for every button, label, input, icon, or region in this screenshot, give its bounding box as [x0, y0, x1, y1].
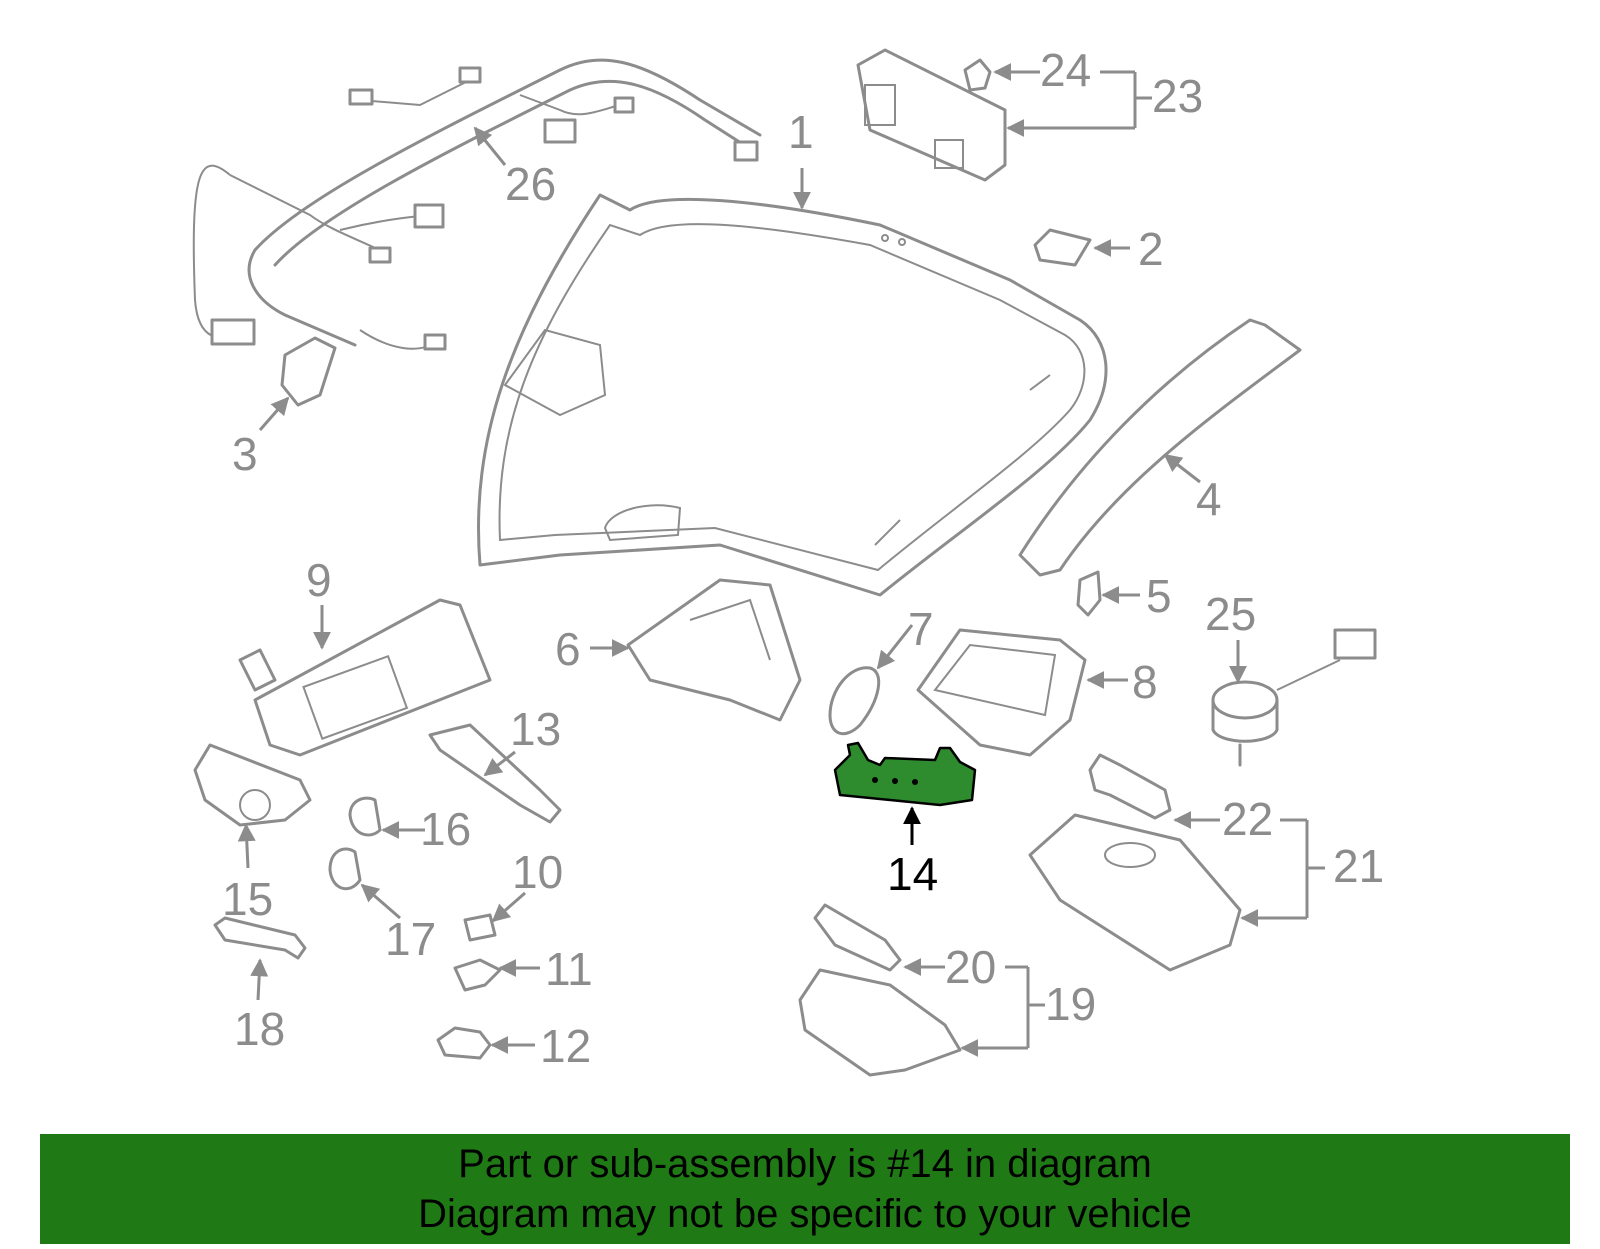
part-2-clip — [1033, 228, 1092, 267]
part-15-visor-holder — [193, 743, 312, 827]
part-12-cap — [436, 1026, 492, 1060]
callout-22: 22 — [1222, 793, 1273, 845]
part-8-tray — [916, 628, 1087, 757]
callout-5: 5 — [1146, 570, 1172, 622]
part-7-seal — [828, 666, 881, 736]
part-17-grommet — [328, 847, 362, 891]
callout-26: 26 — [505, 158, 556, 210]
callout-10: 10 — [512, 846, 563, 898]
callout-12: 12 — [540, 1020, 591, 1072]
callout-labels: 1 2 3 4 5 6 7 8 9 10 11 12 13 14 15 16 1… — [222, 44, 1384, 1072]
callout-15: 15 — [222, 873, 273, 925]
part-1-headliner — [477, 193, 1108, 597]
callout-18: 18 — [234, 1003, 285, 1055]
callout-23: 23 — [1152, 70, 1203, 122]
part-9-sun-visor — [238, 598, 492, 757]
callout-2: 2 — [1138, 223, 1164, 275]
info-banner: Part or sub-assembly is #14 in diagram D… — [40, 1134, 1570, 1244]
callout-4: 4 — [1196, 473, 1222, 525]
callout-20: 20 — [945, 941, 996, 993]
part-6-housing — [626, 578, 802, 722]
callout-8: 8 — [1132, 656, 1158, 708]
part-22-bulb — [1088, 753, 1172, 820]
part-16-grommet — [348, 796, 382, 837]
part-11-clip — [453, 958, 502, 992]
callout-19: 19 — [1045, 978, 1096, 1030]
callout-3: 3 — [232, 428, 258, 480]
parts-diagram: 1 2 3 4 5 6 7 8 9 10 11 12 13 14 15 16 1… — [192, 44, 1384, 1077]
part-14-bracket-highlighted — [833, 741, 977, 807]
callout-16: 16 — [420, 803, 471, 855]
callout-9: 9 — [306, 554, 332, 606]
callout-7: 7 — [908, 603, 934, 655]
callout-21: 21 — [1333, 840, 1384, 892]
callout-24: 24 — [1040, 44, 1091, 96]
callout-17: 17 — [385, 913, 436, 965]
callout-11: 11 — [545, 943, 593, 995]
part-26-wiring-harness — [192, 58, 762, 351]
part-10-clip — [463, 913, 497, 942]
part-23-console — [856, 48, 1007, 182]
callout-6: 6 — [555, 623, 581, 675]
part-3-pad — [280, 336, 337, 407]
leader-lines — [237, 63, 1325, 1057]
part-21-dome-light — [1028, 813, 1242, 972]
part-19-map-light — [798, 968, 962, 1077]
part-4-pillar-trim — [1018, 318, 1302, 577]
banner-line-2: Diagram may not be specific to your vehi… — [418, 1192, 1192, 1236]
callout-13: 13 — [510, 703, 561, 755]
part-18-handle — [213, 916, 307, 960]
callout-1: 1 — [788, 106, 814, 158]
banner-line-1: Part or sub-assembly is #14 in diagram — [458, 1142, 1152, 1186]
callout-25: 25 — [1205, 588, 1256, 640]
callout-14: 14 — [887, 848, 938, 900]
part-20-bulb — [813, 903, 902, 972]
part-25-sensor — [1211, 628, 1377, 767]
part-5-clip — [1076, 570, 1102, 617]
part-24-clip — [963, 58, 992, 92]
